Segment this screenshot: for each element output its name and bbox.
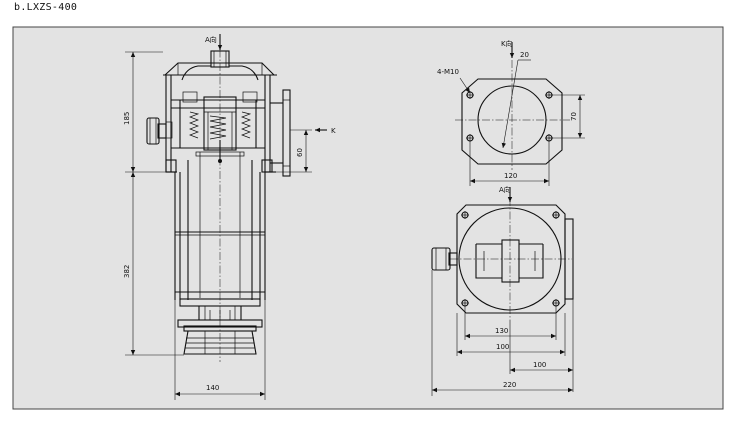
flange-k-label: K向 xyxy=(501,39,513,48)
dim-pipe-offset: 60 xyxy=(296,148,304,157)
drawing-panel xyxy=(12,26,724,410)
flange-bolt-label: 4-M10 xyxy=(437,68,459,76)
side-k-label: K xyxy=(331,127,336,135)
page-title: b.LXZS-400 xyxy=(14,2,78,13)
top-dim-100-half: 100 xyxy=(533,361,546,369)
top-a-view: A向 130 100 xyxy=(431,185,574,396)
flange-width-dim: 120 xyxy=(504,172,517,180)
dim-body-width: 140 xyxy=(206,384,219,392)
top-a-label: A向 xyxy=(499,185,511,194)
side-section-view: K A向 xyxy=(123,34,336,400)
flange-radius-label: 20 xyxy=(520,51,529,59)
flange-k-view: K向 4-M10 20 70 120 xyxy=(437,39,585,186)
top-dim-220: 220 xyxy=(503,381,516,389)
dim-body-height: 382 xyxy=(123,265,131,278)
flange-height-dim: 70 xyxy=(570,112,578,121)
top-dim-100-center: 100 xyxy=(496,343,509,351)
dim-upper-height: 185 xyxy=(123,112,131,125)
top-dim-130: 130 xyxy=(495,327,508,335)
side-a-label: A向 xyxy=(205,35,217,44)
